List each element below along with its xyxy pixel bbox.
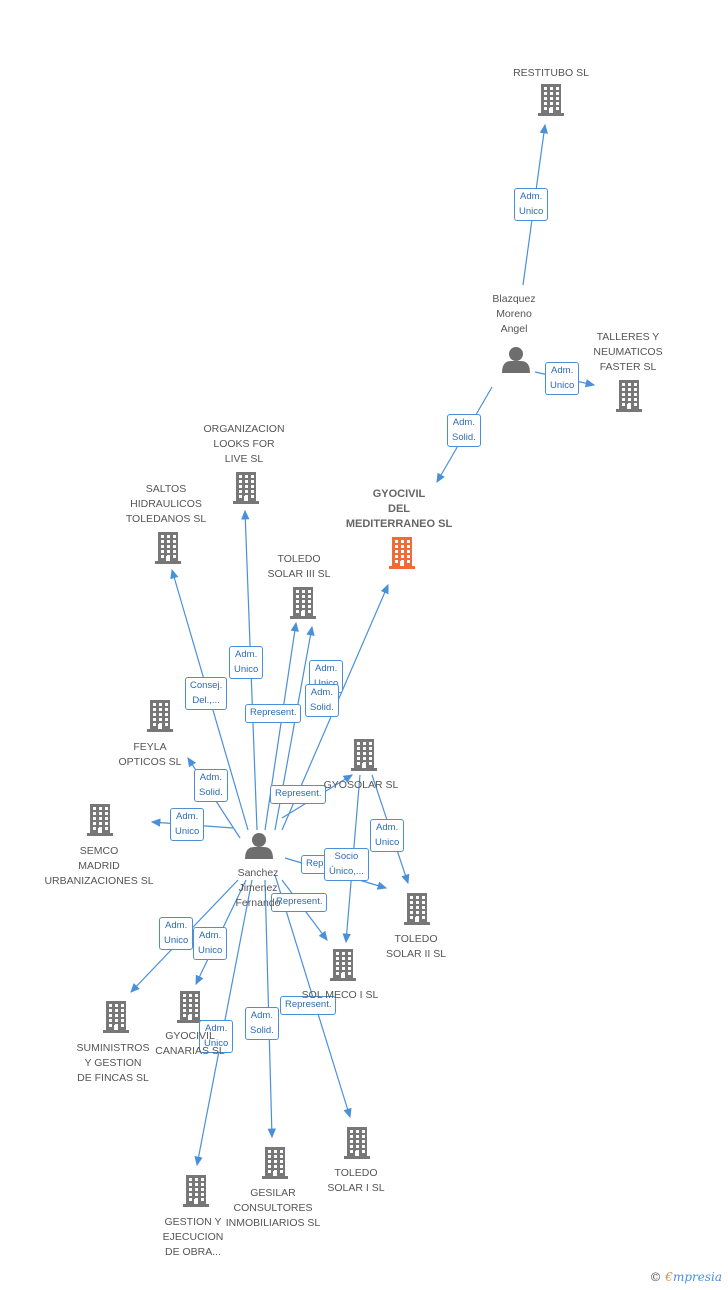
node-label-talleres[interactable]: TALLERES Y NEUMATICOS FASTER SL	[593, 331, 663, 373]
edge-label-sanchez-to-saltos[interactable]: Consej. Del.,...	[185, 677, 228, 710]
building-icon[interactable]	[351, 739, 377, 771]
node-label-toledo3[interactable]: TOLEDO SOLAR III SL	[267, 553, 331, 580]
building-icon[interactable]	[155, 532, 181, 564]
node-label-gyocivil_can[interactable]: GYOCIVIL CANARIAS SL	[155, 1030, 225, 1057]
edge-label-blazquez-to-gyocivil_med[interactable]: Adm. Solid.	[447, 414, 481, 447]
building-icon[interactable]	[147, 700, 173, 732]
node-label-gyocivil_med[interactable]: GYOCIVIL DEL MEDITERRANEO SL	[345, 488, 453, 530]
edge-label-sanchez-to-suministros[interactable]: Adm. Unico	[159, 917, 194, 950]
edge-label-gyosolar-to-solmeco[interactable]: Socio Único,...	[324, 848, 369, 881]
edge-label-sanchez-to-semco[interactable]: Adm. Unico	[170, 808, 205, 841]
edge-label-sanchez-to-gesilar[interactable]: Adm. Solid.	[245, 1007, 279, 1040]
building-icon[interactable]	[330, 949, 356, 981]
brand-name: mpresia	[672, 1270, 722, 1284]
node-label-blazquez[interactable]: Blazquez Moreno Angel	[492, 293, 536, 335]
building-icon[interactable]	[183, 1175, 209, 1207]
edge-label-gyosolar-to-toledo2[interactable]: Adm. Unico	[370, 819, 405, 852]
edge-label-sanchez-to-gyocivil_can[interactable]: Adm. Unico	[193, 927, 228, 960]
edge-label-sanchez-to-organizacion[interactable]: Adm. Unico	[229, 646, 264, 679]
node-label-gestion[interactable]: GESTION Y EJECUCION DE OBRA...	[162, 1216, 224, 1258]
building-icon[interactable]	[616, 380, 642, 412]
edge-label-sanchez-to-toledo1[interactable]: Represent.	[280, 996, 337, 1015]
node-label-semco[interactable]: SEMCO MADRID URBANIZACIONES SL	[44, 845, 154, 887]
edge-label-sanchez-to-gyocivil_med[interactable]: Adm. Solid.	[305, 684, 339, 717]
building-icon[interactable]	[103, 1001, 129, 1033]
node-label-toledo2[interactable]: TOLEDO SOLAR II SL	[385, 933, 447, 960]
node-label-suministros[interactable]: SUMINISTROS Y GESTION DE FINCAS SL	[76, 1042, 150, 1084]
edge-label-sanchez-to-feyla[interactable]: Adm. Solid.	[194, 769, 228, 802]
empresia-brand[interactable]: © €mpresia	[649, 1270, 722, 1284]
edge-label-sanchez-to-gyosolar[interactable]: Represent.	[270, 785, 327, 804]
building-icon[interactable]	[262, 1147, 288, 1179]
node-label-saltos[interactable]: SALTOS HIDRAULICOS TOLEDANOS SL	[125, 483, 207, 525]
edge-label-blazquez-to-talleres[interactable]: Adm. Unico	[545, 362, 580, 395]
copyright-icon: ©	[649, 1270, 662, 1284]
node-label-toledo1[interactable]: TOLEDO SOLAR I SL	[327, 1167, 385, 1194]
building-icon[interactable]	[87, 804, 113, 836]
brand-e-icon: €	[665, 1270, 673, 1284]
edge-label-blazquez-to-restitubo[interactable]: Adm. Unico	[514, 188, 549, 221]
node-label-sanchez[interactable]: Sanchez Jimenez Fernando	[235, 867, 281, 909]
node-label-gesilar[interactable]: GESILAR CONSULTORES INMOBILIARIOS SL	[225, 1187, 321, 1229]
building-icon[interactable]	[344, 1127, 370, 1159]
node-label-solmeco[interactable]: SOL MECO I SL	[301, 989, 379, 1001]
person-icon[interactable]	[502, 347, 530, 373]
building-icon[interactable]	[290, 587, 316, 619]
edge-label-sanchez-to-toledo3[interactable]: Represent.	[245, 704, 302, 723]
node-label-organizacion[interactable]: ORGANIZACION LOOKS FOR LIVE SL	[203, 423, 285, 465]
node-label-restitubo[interactable]: RESTITUBO SL	[513, 67, 589, 79]
building-icon[interactable]	[233, 472, 259, 504]
edge-label-sanchez-to-gestion[interactable]: Adm. Unico	[199, 1020, 234, 1053]
building-icon[interactable]	[538, 84, 564, 116]
building-icon[interactable]	[177, 991, 203, 1023]
person-icon[interactable]	[245, 833, 273, 859]
building-icon[interactable]	[389, 537, 415, 569]
node-label-feyla[interactable]: FEYLA OPTICOS SL	[118, 741, 182, 768]
building-icon[interactable]	[404, 893, 430, 925]
edge-label-sanchez-to-solmeco[interactable]: Represent.	[271, 893, 328, 912]
node-label-gyosolar[interactable]: GYOSOLAR SL	[323, 779, 399, 791]
